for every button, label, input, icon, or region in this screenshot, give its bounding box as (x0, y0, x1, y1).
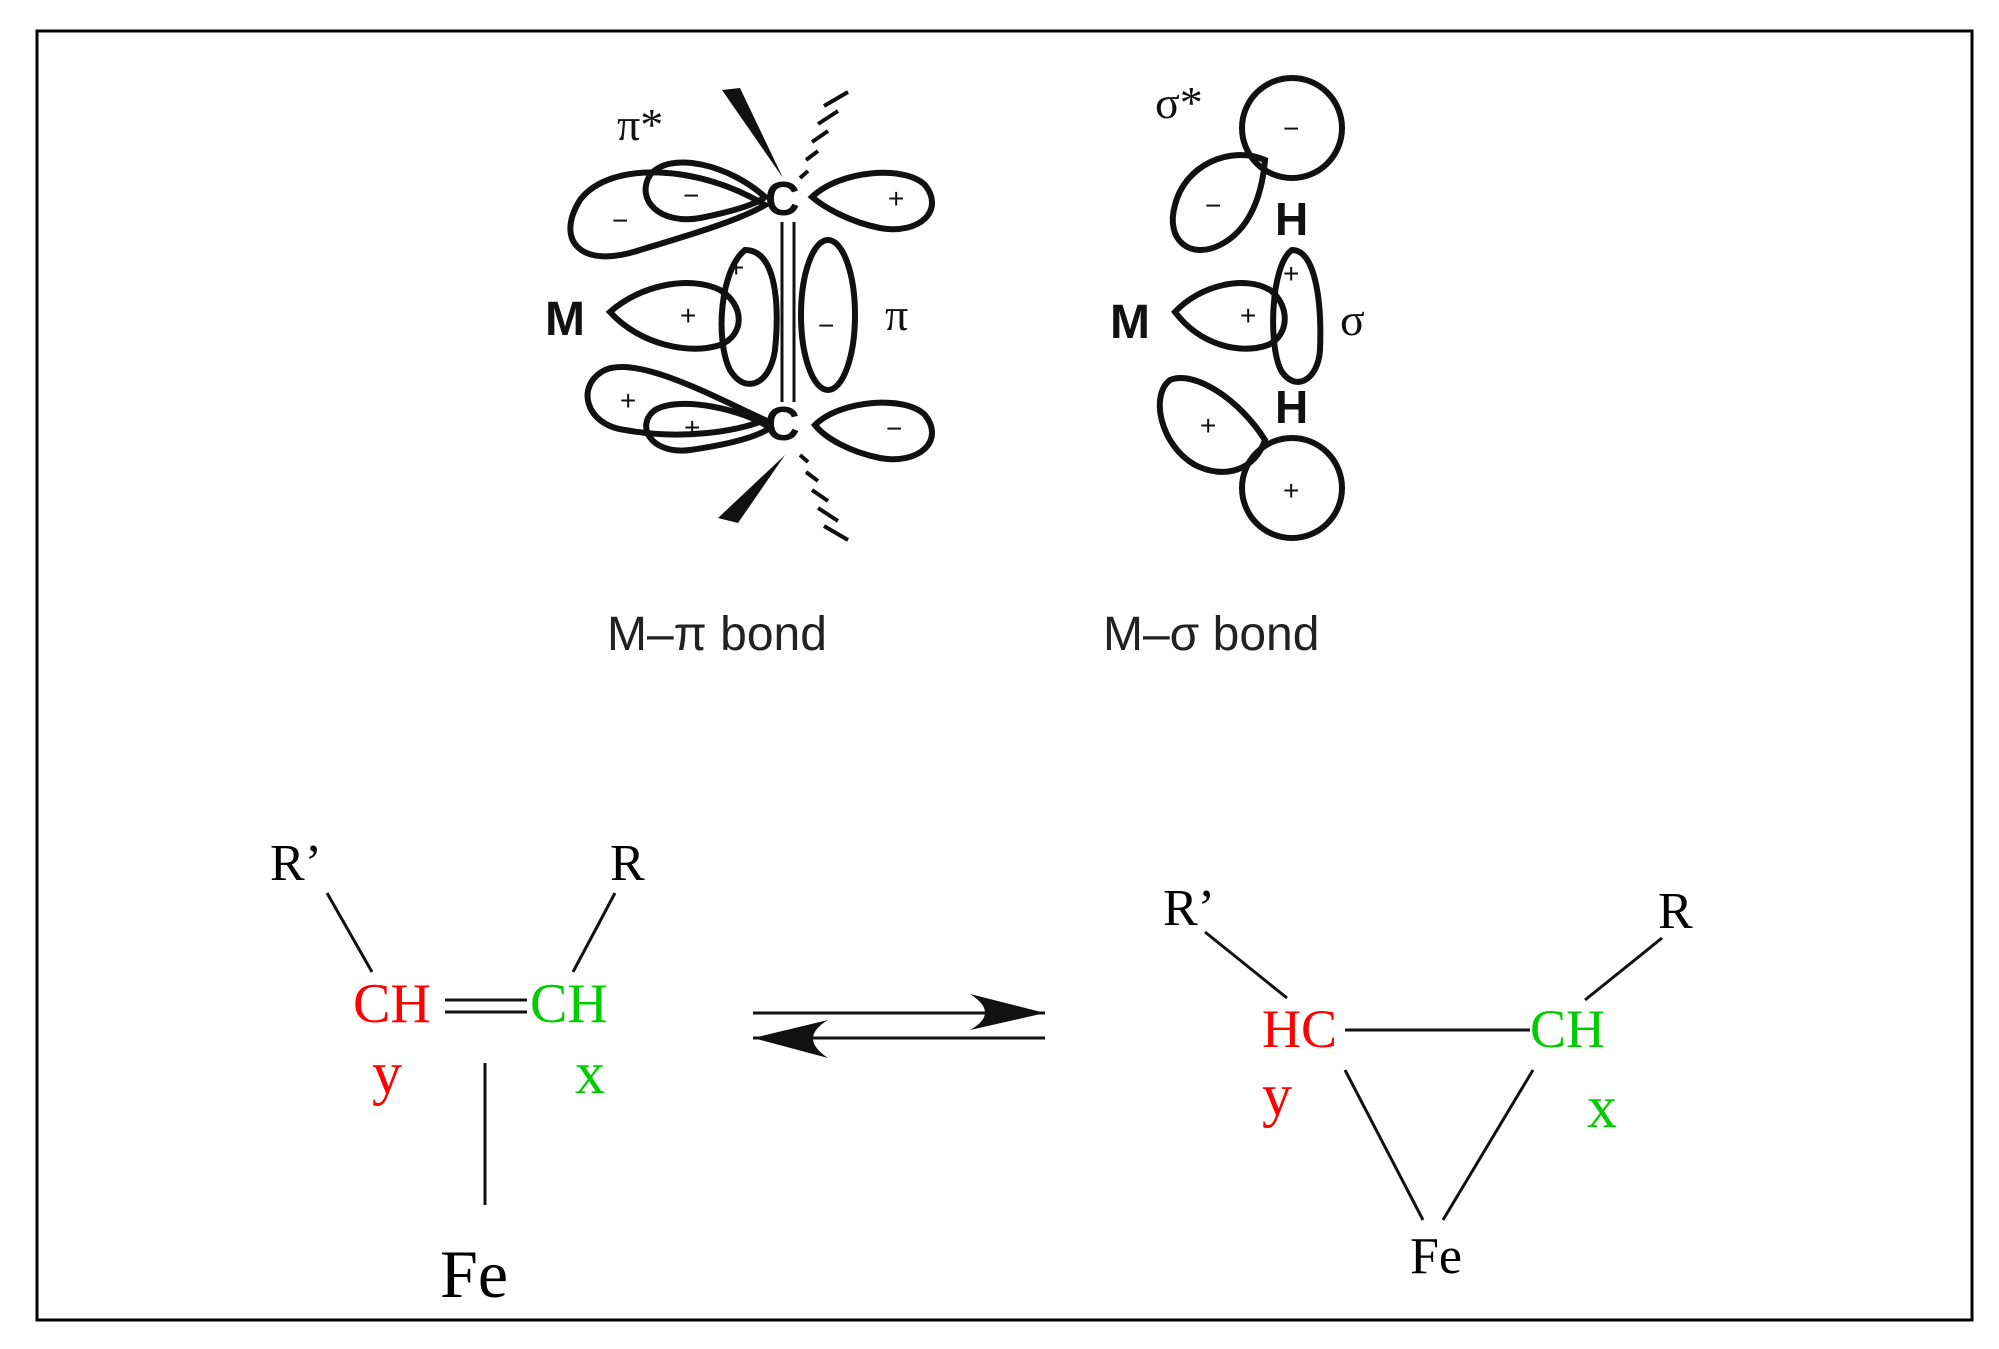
sigma-sign-2: − (1205, 190, 1221, 221)
upper-wedge (722, 88, 783, 178)
right-fe-left-bond (1343, 1069, 1425, 1221)
sigma-star-metal-lobe (1169, 152, 1269, 253)
left-y-label: y (372, 1040, 402, 1106)
sigma-metal-d-lobe (1171, 280, 1288, 352)
pi-sign-6: − (818, 310, 834, 341)
left-r-prime: R’ (270, 835, 322, 892)
lower-hash-bond (798, 453, 850, 542)
right-y-label: y (1262, 1062, 1292, 1128)
left-ch-x: CH (530, 973, 608, 1035)
right-fe-right-bond (1441, 1069, 1535, 1221)
right-r-prime: R’ (1163, 880, 1215, 937)
pi-sign-8: + (684, 412, 700, 443)
sigma-bond-diagram: σ* σ M H H − − + + + + M–σ bond (1103, 75, 1365, 661)
right-r: R (1658, 883, 1693, 940)
pi-bonding-lobe (718, 246, 780, 387)
pi-bond-diagram: π* π M C C − − + + + − + + + − M–π bond (545, 88, 935, 661)
right-metallacycle: R’ R HC CH y x Fe (1163, 880, 1693, 1285)
pi-star-lobe-inner (642, 159, 770, 223)
left-x-label: x (575, 1040, 605, 1106)
right-fe: Fe (1410, 1228, 1462, 1285)
left-pi-complex: R’ R CH CH y x Fe (270, 835, 645, 1312)
equilibrium-arrows (753, 994, 1045, 1058)
lower-wedge (718, 455, 785, 523)
sigma-h-orbital-lower (1239, 435, 1345, 541)
reverse-arrowhead (753, 1020, 828, 1058)
sigma-bonding-lobe (1270, 246, 1324, 385)
left-r: R (610, 835, 645, 892)
upper-c-right-lobe (807, 169, 935, 233)
pi-metal-label: M (545, 293, 585, 346)
sigma-star-label: σ* (1155, 77, 1203, 128)
sigma-sign-3: + (1283, 258, 1299, 289)
pi-sign-2: − (683, 180, 699, 211)
lower-carbon-label: C (765, 398, 800, 451)
lower-lobe-outer (584, 364, 773, 438)
pi-antibonding-lobe (798, 237, 858, 393)
upper-carbon-label: C (765, 173, 800, 226)
sigma-sign-6: + (1283, 475, 1299, 506)
pi-star-label: π* (617, 99, 663, 150)
sigma-sign-4: + (1240, 300, 1256, 331)
upper-hydrogen-label: H (1275, 193, 1308, 245)
pi-star-lobe-outer (567, 169, 771, 260)
pi-sign-7: + (620, 385, 636, 416)
sigma-sign-5: + (1200, 410, 1216, 441)
pi-bond-caption: M–π bond (607, 608, 827, 661)
pi-sign-3: + (888, 183, 904, 214)
outer-frame (35, 29, 1974, 1322)
pi-sign-10: − (886, 413, 902, 444)
sigma-star-h-orbital (1239, 75, 1345, 181)
left-fe: Fe (440, 1236, 508, 1312)
lower-hydrogen-label: H (1275, 381, 1308, 433)
right-hc-y: HC (1262, 999, 1337, 1059)
forward-arrowhead (970, 994, 1045, 1030)
right-r-bond (1584, 936, 1663, 1002)
right-ch-x: CH (1530, 999, 1605, 1059)
upper-hash-bond (798, 90, 850, 180)
sigma-label: σ (1340, 294, 1365, 345)
left-r-bond (571, 892, 617, 973)
sigma-metal-label: M (1110, 296, 1150, 349)
sigma-bond-caption: M–σ bond (1103, 608, 1319, 661)
sigma-lower-metal-lobe (1156, 375, 1269, 475)
right-x-label: x (1587, 1074, 1617, 1140)
lower-c-right-lobe (811, 399, 935, 463)
left-rprime-bond (325, 892, 374, 973)
pi-sign-4: + (728, 252, 744, 283)
lower-lobe-inner (643, 400, 776, 454)
metal-d-lobe (605, 280, 742, 352)
sigma-sign-1: − (1283, 113, 1299, 144)
pi-sign-1: − (612, 205, 628, 236)
pi-label: π (885, 289, 908, 340)
pi-sign-5: + (680, 300, 696, 331)
left-ch-y: CH (353, 973, 431, 1035)
right-rprime-bond (1204, 930, 1288, 1000)
